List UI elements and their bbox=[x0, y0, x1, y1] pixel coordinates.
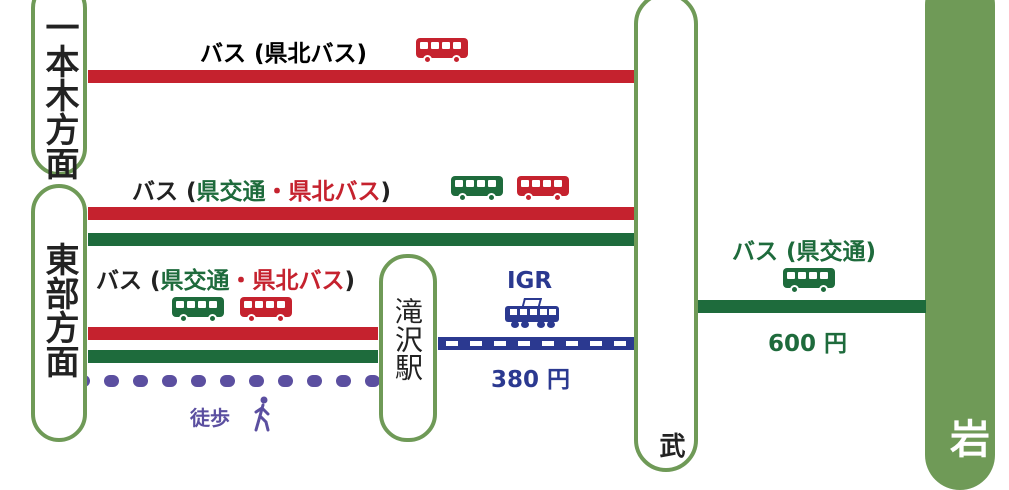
route-line-right-green bbox=[696, 300, 926, 313]
bus-icon bbox=[451, 176, 503, 202]
route-middle-label: バス (県交通・県北バス) bbox=[132, 179, 392, 205]
bus-icon bbox=[172, 297, 224, 323]
route-line-top-red bbox=[88, 70, 636, 83]
route-line-lower-red bbox=[88, 327, 378, 340]
walk-label: 徒歩 bbox=[190, 406, 230, 430]
station-center-pill bbox=[634, 0, 698, 472]
igr-fare: 380 円 bbox=[491, 367, 571, 393]
train-icon bbox=[505, 298, 559, 328]
station-ipponki-pill bbox=[31, 0, 87, 176]
bus-icon bbox=[416, 38, 468, 64]
station-takizawa-pill bbox=[379, 254, 437, 442]
bus-icon bbox=[783, 268, 835, 294]
station-center-label: 武 bbox=[655, 432, 685, 458]
station-takizawa-label: 滝沢駅 bbox=[391, 297, 424, 381]
station-right-label: 岩 bbox=[943, 418, 989, 458]
route-top-label: バス (県北バス) bbox=[200, 41, 368, 67]
route-right-fare: 600 円 bbox=[768, 331, 848, 357]
station-higashibu-pill bbox=[31, 184, 87, 442]
route-line-middle-green bbox=[88, 233, 636, 246]
route-lower-label: バス (県交通・県北バス) bbox=[96, 268, 356, 294]
route-line-lower-green bbox=[88, 350, 378, 363]
bus-icon bbox=[240, 297, 292, 323]
station-ipponki-label: 一本木方面 bbox=[39, 10, 79, 180]
igr-label: IGR bbox=[507, 268, 553, 294]
bus-icon bbox=[517, 176, 569, 202]
route-right-label: バス (県交通) bbox=[732, 239, 877, 265]
station-right-bar bbox=[925, 0, 995, 490]
station-higashibu-label: 東部方面 bbox=[39, 242, 79, 378]
route-line-middle-red bbox=[88, 207, 636, 220]
igr-rail-line bbox=[438, 337, 634, 350]
walking-person-icon bbox=[254, 396, 270, 432]
